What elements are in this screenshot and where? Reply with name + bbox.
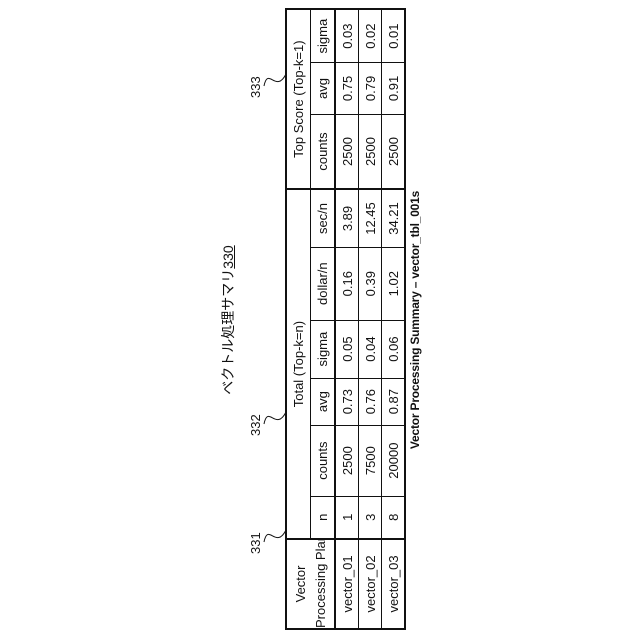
- cell-plan: vector_02: [359, 539, 382, 629]
- group-header-top-score: Top Score (Top-k=1): [286, 9, 311, 189]
- col-header-dollar-per-n: dollar/n: [311, 247, 336, 320]
- vector-summary-table: Vector Processing Plan Total (Top-k=n) T…: [285, 8, 406, 630]
- cell-n: 3: [359, 496, 382, 539]
- table-row: vector_03 8 20000 0.87 0.06 1.02 34.21 2…: [382, 9, 406, 629]
- col-header-top-sigma: sigma: [311, 9, 336, 63]
- cell-avg: 0.87: [382, 378, 406, 425]
- cell-top-counts: 2500: [335, 114, 359, 189]
- col-header-top-counts: counts: [311, 114, 336, 189]
- cell-top-sigma: 0.02: [359, 9, 382, 63]
- cell-top-sigma: 0.03: [335, 9, 359, 63]
- cell-avg: 0.73: [335, 378, 359, 425]
- table-row: vector_02 3 7500 0.76 0.04 0.39 12.45 25…: [359, 9, 382, 629]
- reference-numeral-332: 332: [248, 414, 263, 436]
- plan-header-line1: Vector: [293, 566, 308, 603]
- cell-n: 8: [382, 496, 406, 539]
- col-header-sigma: sigma: [311, 320, 336, 378]
- cell-plan: vector_01: [335, 539, 359, 629]
- col-header-n: n: [311, 496, 336, 539]
- cell-counts: 7500: [359, 425, 382, 496]
- col-header-avg: avg: [311, 378, 336, 425]
- cell-n: 1: [335, 496, 359, 539]
- cell-sec-per-n: 12.45: [359, 189, 382, 247]
- cell-sigma: 0.04: [359, 320, 382, 378]
- cell-sigma: 0.05: [335, 320, 359, 378]
- col-header-counts: counts: [311, 425, 336, 496]
- caption-number: 330: [220, 245, 236, 268]
- col-header-sec-per-n: sec/n: [311, 189, 336, 247]
- cell-top-avg: 0.91: [382, 63, 406, 114]
- group-header-total: Total (Top-k=n): [286, 189, 311, 539]
- cell-top-sigma: 0.01: [382, 9, 406, 63]
- cell-sigma: 0.06: [382, 320, 406, 378]
- table-footer-title: Vector Processing Summary – vector_tbl_0…: [408, 0, 422, 640]
- cell-sec-per-n: 3.89: [335, 189, 359, 247]
- cell-counts: 2500: [335, 425, 359, 496]
- cell-plan: vector_03: [382, 539, 406, 629]
- cell-dollar-per-n: 0.16: [335, 247, 359, 320]
- caption-text: ベクトル処理サマリ: [220, 269, 236, 395]
- cell-dollar-per-n: 1.02: [382, 247, 406, 320]
- table-row: vector_01 1 2500 0.73 0.05 0.16 3.89 250…: [335, 9, 359, 629]
- cell-top-avg: 0.79: [359, 63, 382, 114]
- cell-sec-per-n: 34.21: [382, 189, 406, 247]
- cell-top-counts: 2500: [359, 114, 382, 189]
- cell-counts: 20000: [382, 425, 406, 496]
- plan-header-line2: Processing Plan: [313, 539, 328, 628]
- figure-caption: ベクトル処理サマリ330: [218, 0, 238, 640]
- col-header-top-avg: avg: [311, 63, 336, 114]
- cell-top-avg: 0.75: [335, 63, 359, 114]
- plan-column-header: Vector Processing Plan: [286, 539, 335, 629]
- reference-numeral-333: 333: [248, 76, 263, 98]
- cell-top-counts: 2500: [382, 114, 406, 189]
- table-header-group-row: Vector Processing Plan Total (Top-k=n) T…: [286, 9, 311, 629]
- cell-dollar-per-n: 0.39: [359, 247, 382, 320]
- reference-numeral-331: 331: [248, 532, 263, 554]
- table-header-column-row: n counts avg sigma dollar/n sec/n counts…: [311, 9, 336, 629]
- cell-avg: 0.76: [359, 378, 382, 425]
